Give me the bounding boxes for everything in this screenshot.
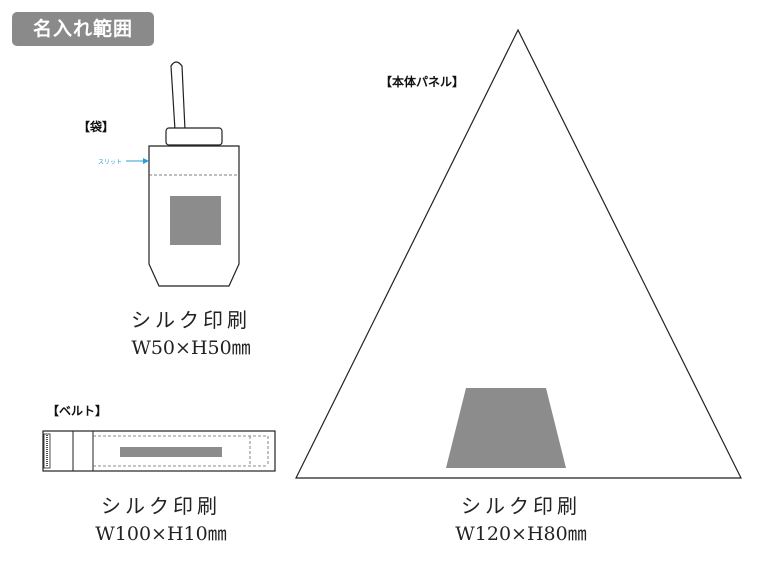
bag-print-method: シルク印刷 [131, 308, 251, 332]
bag-label: 【袋】 [78, 120, 115, 134]
panel-print-size: W120×H80㎜ [455, 523, 587, 545]
panel-print-area [446, 388, 566, 468]
bag-cap [165, 127, 223, 146]
bag-print-area [170, 196, 221, 245]
panel-print-method: シルク印刷 [461, 494, 581, 518]
belt-label: 【ベルト】 [47, 404, 108, 418]
slit-arrow-head [143, 158, 149, 164]
belt-spec: シルク印刷 W100×H10㎜ [76, 492, 246, 548]
panel-drawing [295, 28, 742, 479]
panel-triangle [295, 28, 742, 479]
bag-print-size: W50×H50㎜ [131, 337, 251, 359]
panel-label: 【本体パネル】 [380, 75, 465, 89]
bag-drawing [126, 61, 240, 287]
belt-print-size: W100×H10㎜ [95, 523, 227, 545]
panel-spec: シルク印刷 W120×H80㎜ [436, 492, 606, 548]
bag-spec: シルク印刷 W50×H50㎜ [106, 306, 276, 362]
page-title: 名入れ範囲 [12, 12, 154, 46]
slit-label: スリット [98, 159, 123, 166]
bag-strap [170, 61, 186, 131]
belt-drawing [42, 430, 276, 472]
belt-print-area [120, 447, 222, 457]
belt-print-method: シルク印刷 [101, 494, 221, 518]
